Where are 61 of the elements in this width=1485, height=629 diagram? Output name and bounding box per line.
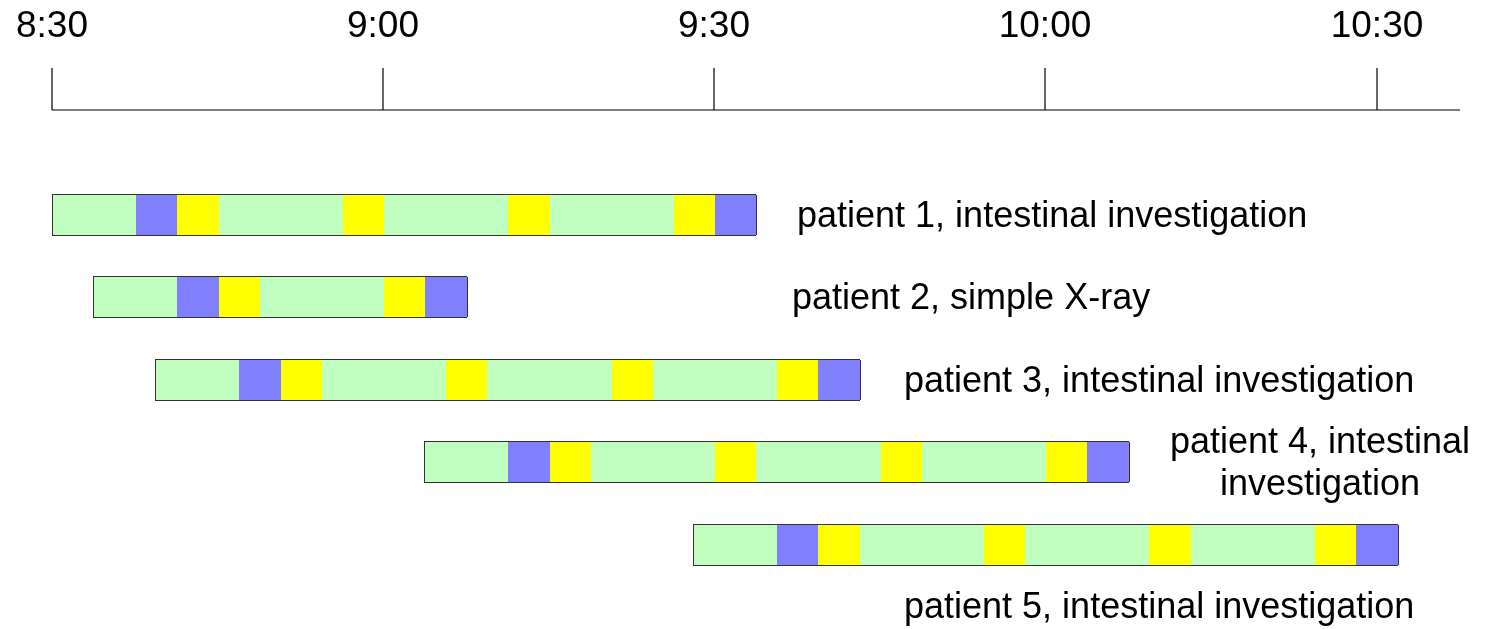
schedule-bar	[155, 359, 860, 401]
time-label: 10:30	[1330, 4, 1424, 46]
time-segment	[1025, 525, 1151, 565]
time-segment	[508, 442, 551, 482]
time-segment	[1149, 525, 1192, 565]
time-segment	[818, 525, 861, 565]
time-label: 9:00	[347, 4, 419, 46]
time-segment	[321, 360, 448, 400]
time-segment	[425, 442, 510, 482]
patient-label: patient 2, simple X-ray	[792, 276, 1152, 318]
time-segment	[259, 277, 385, 317]
schedule-bar	[52, 194, 757, 236]
time-segment	[549, 195, 675, 235]
time-segment	[342, 195, 385, 235]
time-segment	[135, 195, 179, 235]
time-segment	[756, 442, 882, 482]
time-segment	[239, 360, 282, 400]
time-segment	[177, 277, 220, 317]
time-segment	[715, 195, 758, 235]
time-label: 9:30	[678, 4, 750, 46]
time-segment	[549, 442, 592, 482]
time-segment	[694, 525, 779, 565]
time-segment	[1046, 442, 1089, 482]
time-segment	[777, 360, 820, 400]
time-segment	[715, 442, 758, 482]
time-segment	[487, 360, 613, 400]
schedule-bar	[424, 441, 1129, 483]
patient-label: patient 1, intestinal investigation	[797, 194, 1309, 236]
time-segment	[1356, 525, 1399, 565]
time-segment	[611, 360, 654, 400]
time-segment	[280, 360, 323, 400]
time-segment	[921, 442, 1047, 482]
time-segment	[1314, 525, 1358, 565]
schedule-bar	[93, 276, 467, 318]
time-segment	[218, 277, 261, 317]
time-segment	[156, 360, 241, 400]
time-segment	[673, 195, 716, 235]
time-segment	[818, 360, 861, 400]
time-segment	[1087, 442, 1130, 482]
time-segment	[384, 277, 427, 317]
patient-label: patient 4, intestinal investigation	[1168, 420, 1472, 504]
schedule-bar	[693, 524, 1398, 566]
time-segment	[94, 277, 179, 317]
time-segment	[384, 195, 510, 235]
time-segment	[177, 195, 220, 235]
time-segment	[652, 360, 779, 400]
time-segment	[590, 442, 716, 482]
time-segment	[53, 195, 137, 235]
time-segment	[218, 195, 344, 235]
patient-label: patient 3, intestinal investigation	[904, 359, 1416, 401]
time-segment	[1190, 525, 1316, 565]
time-segment	[983, 525, 1027, 565]
time-segment	[880, 442, 923, 482]
time-segment	[859, 525, 985, 565]
time-segment	[508, 195, 551, 235]
time-segment	[446, 360, 489, 400]
time-segment	[425, 277, 468, 317]
time-label: 8:30	[16, 4, 88, 46]
patient-label: patient 5, intestinal investigation	[904, 585, 1416, 627]
time-segment	[777, 525, 820, 565]
time-label: 10:00	[998, 4, 1092, 46]
